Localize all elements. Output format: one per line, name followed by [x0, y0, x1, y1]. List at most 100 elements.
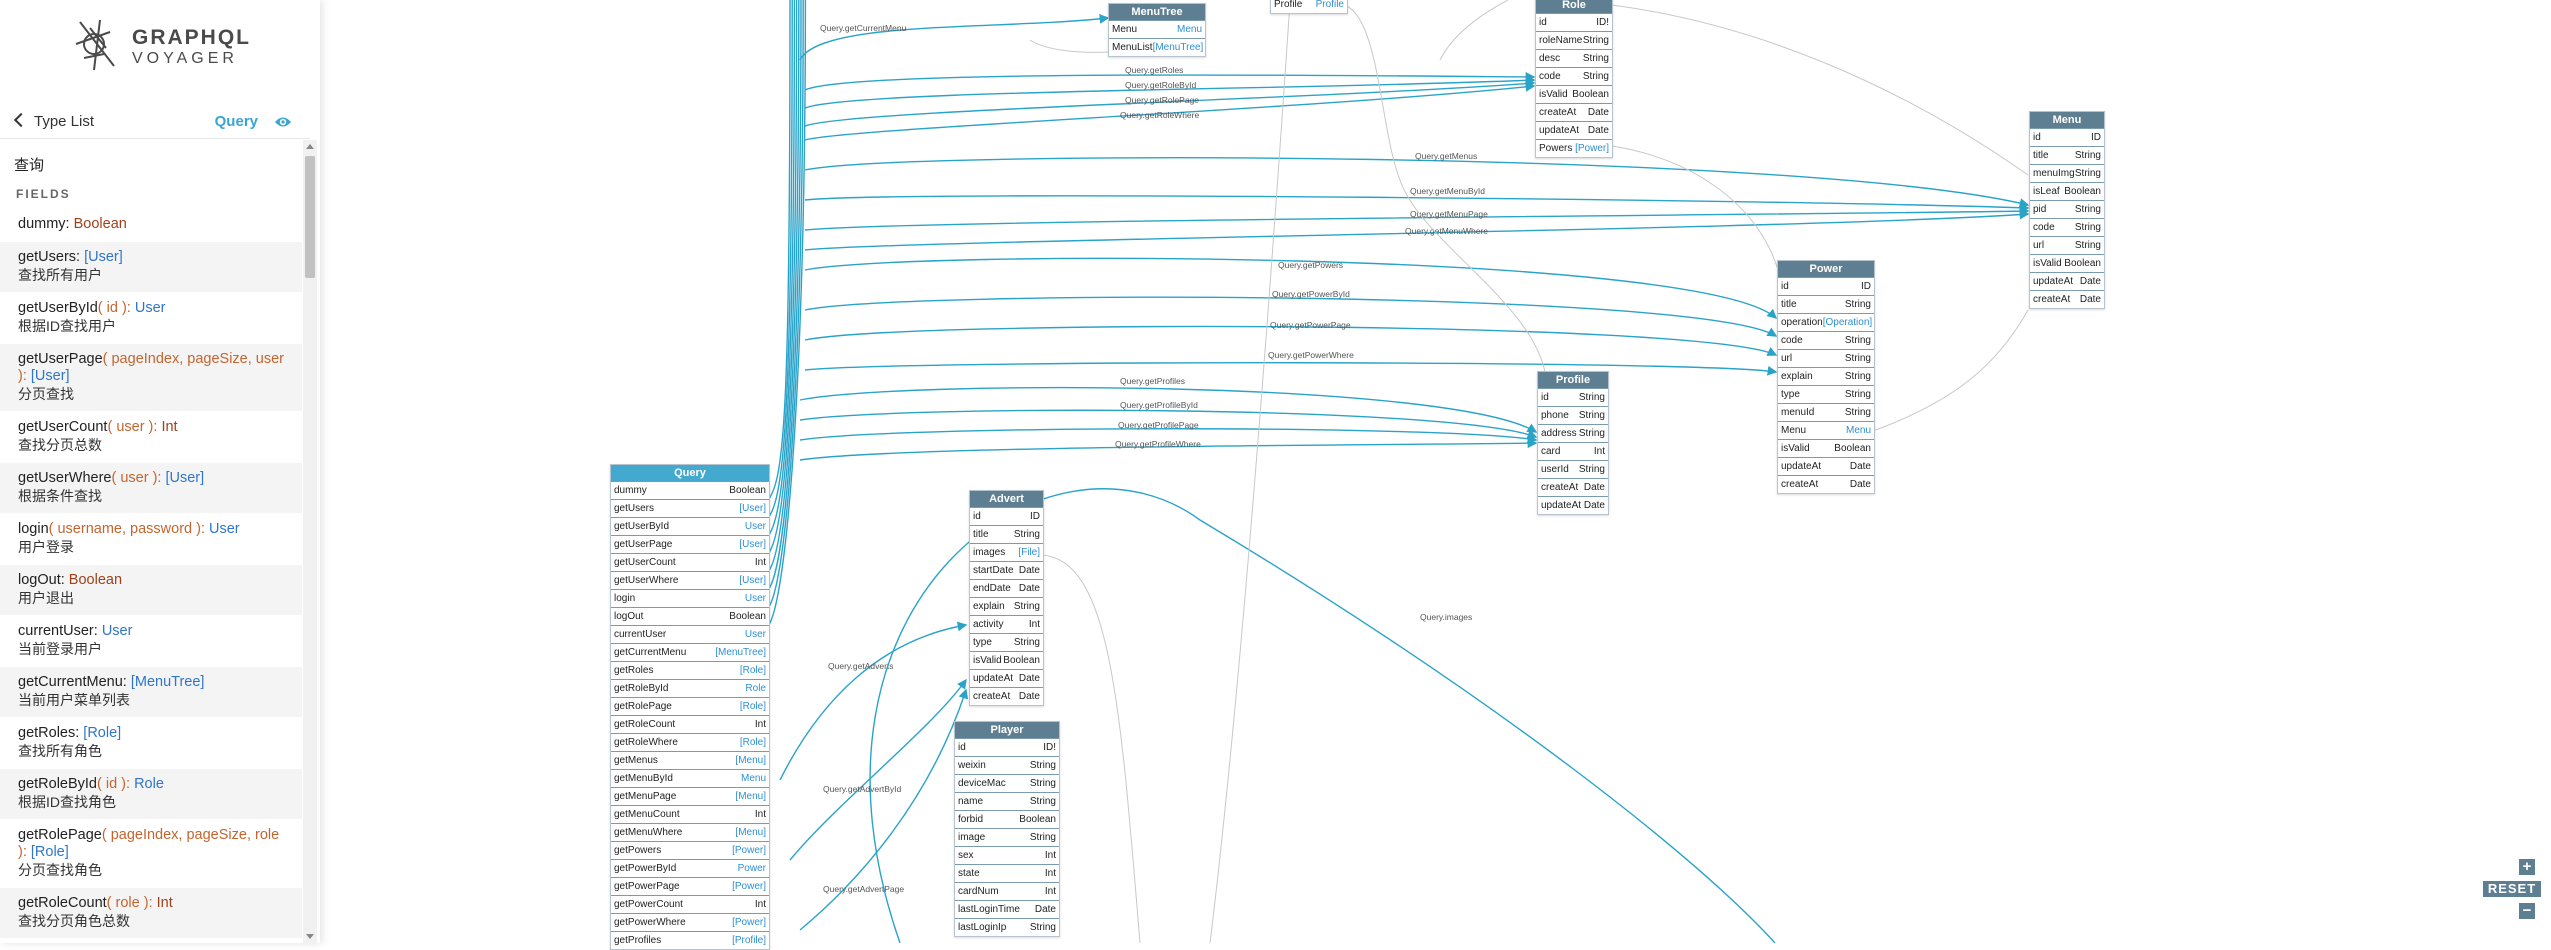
type-list-back-button[interactable]: Type List: [13, 112, 94, 130]
node-field-type[interactable]: Menu: [740, 773, 766, 784]
node-field-type[interactable]: [Power]: [1575, 143, 1609, 154]
field-type-link[interactable]: [User]: [165, 470, 205, 486]
field-item[interactable]: getCurrentMenu: [MenuTree]当前用户菜单列表: [0, 667, 302, 718]
node-field-row[interactable]: getPowerPage[Power]: [611, 877, 769, 895]
reset-zoom-button[interactable]: RESET: [2483, 881, 2541, 897]
node-field-type[interactable]: Role: [745, 683, 766, 694]
node-field-type[interactable]: User: [744, 629, 766, 640]
node-field-row[interactable]: getRoles[Role]: [611, 661, 769, 679]
node-title[interactable]: Query: [611, 465, 769, 481]
node-field-type[interactable]: [Power]: [732, 845, 766, 856]
node-title[interactable]: Menu: [2030, 112, 2104, 128]
field-type-link[interactable]: [MenuTree]: [130, 674, 205, 690]
node-field-type[interactable]: [Menu]: [735, 755, 766, 766]
node-field-type[interactable]: Power: [737, 863, 766, 874]
node-field-row[interactable]: getUsers[User]: [611, 499, 769, 517]
node-title[interactable]: Role: [1536, 0, 1612, 13]
node-field-type[interactable]: Menu: [1845, 425, 1871, 436]
eye-icon[interactable]: [274, 115, 292, 129]
field-item[interactable]: getRolePage( pageIndex, pageSize, role )…: [0, 820, 302, 888]
node-field-row[interactable]: operation[Operation]: [1778, 313, 1874, 331]
node-field-type[interactable]: [MenuTree]: [1152, 42, 1204, 53]
node-field-row[interactable]: getUserPage[User]: [611, 535, 769, 553]
node-field-row[interactable]: getMenus[Menu]: [611, 751, 769, 769]
scrollbar-thumb[interactable]: [305, 156, 315, 278]
field-item[interactable]: dummy: Boolean: [0, 209, 302, 242]
node-field-row[interactable]: MenuList[MenuTree]: [1109, 38, 1205, 56]
node-field-type[interactable]: [Menu]: [735, 791, 766, 802]
node-field-type[interactable]: [Role]: [739, 701, 766, 712]
node-field-type[interactable]: User: [744, 521, 766, 532]
node-field-type[interactable]: [Power]: [732, 881, 766, 892]
node-field-row[interactable]: getUserWhere[User]: [611, 571, 769, 589]
field-type-link[interactable]: [Role]: [30, 844, 69, 860]
node-field-row[interactable]: getProfiles[Profile]: [611, 931, 769, 949]
scroll-down-icon[interactable]: [306, 934, 314, 939]
scrollbar[interactable]: [303, 140, 317, 943]
node-field-type[interactable]: [Menu]: [735, 827, 766, 838]
field-type-link[interactable]: [User]: [30, 368, 70, 384]
root-type-title[interactable]: Query: [214, 113, 258, 130]
zoom-out-button[interactable]: −: [2519, 903, 2535, 919]
node-field-row[interactable]: getRoleWhere[Role]: [611, 733, 769, 751]
node-title[interactable]: Advert: [970, 491, 1043, 507]
